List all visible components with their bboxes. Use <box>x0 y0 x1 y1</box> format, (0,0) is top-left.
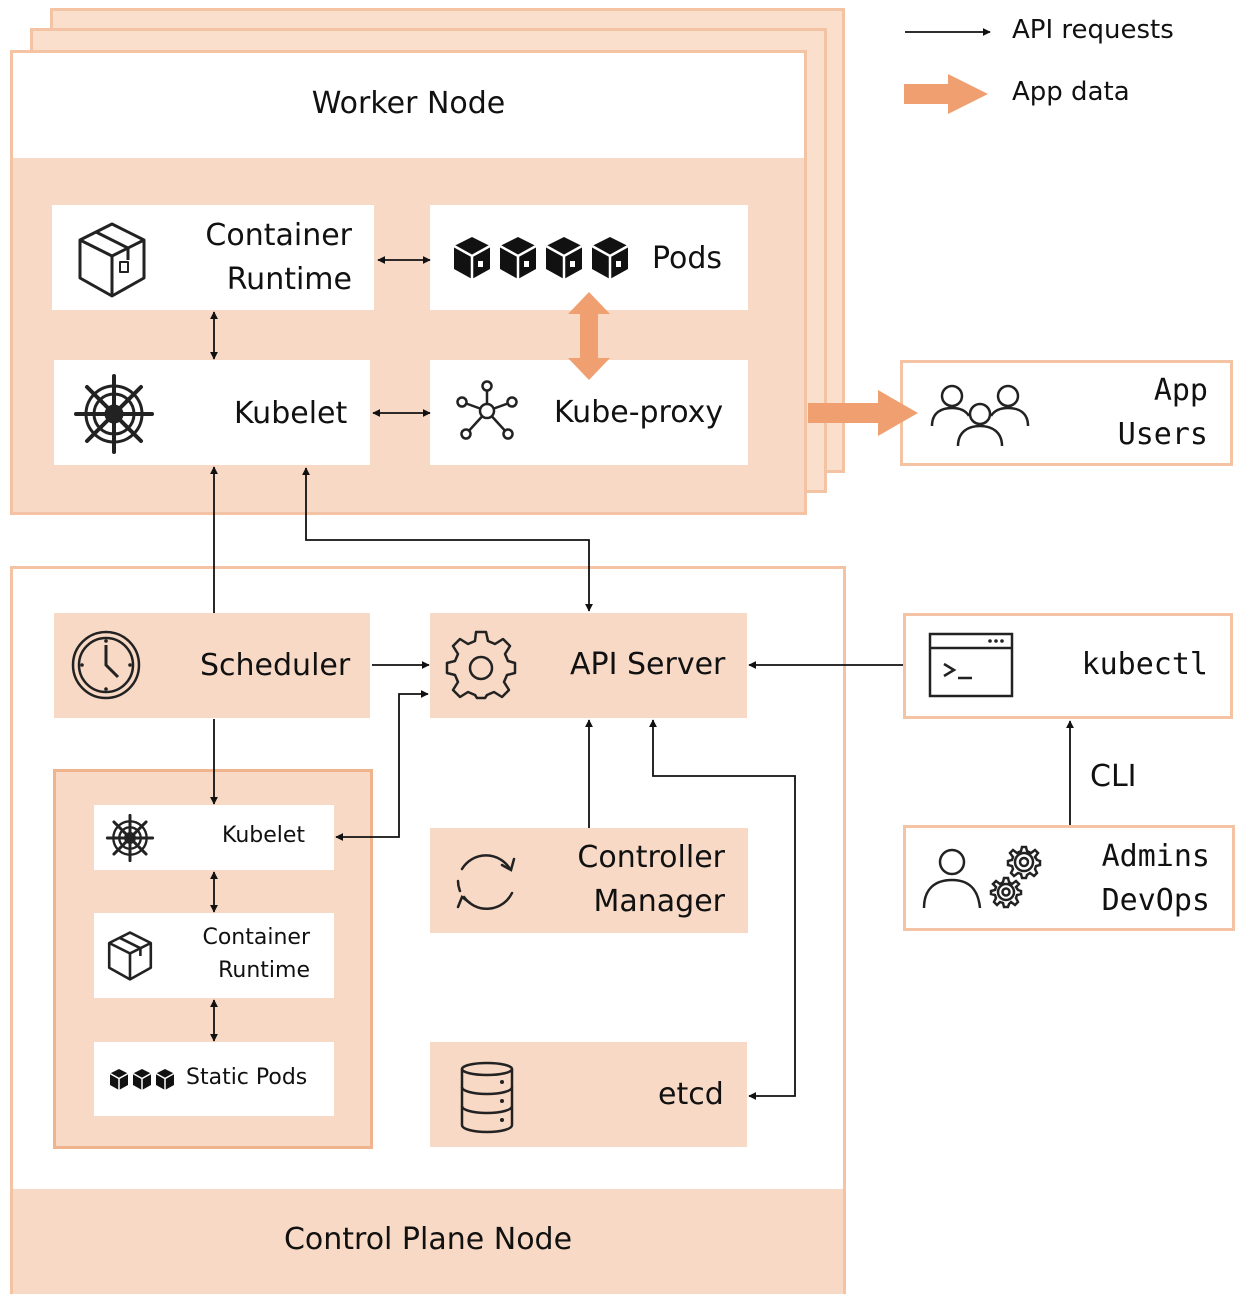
kubectl-box <box>903 613 1233 719</box>
worker-kube-proxy-label: Kube-proxy <box>554 395 724 430</box>
cube-icon <box>109 1069 129 1090</box>
refresh-icon <box>456 854 516 910</box>
cli-label: CLI <box>1090 759 1137 794</box>
cp-static-pods-label: Static Pods <box>186 1065 308 1090</box>
cube-icon <box>132 1069 152 1090</box>
cube-icon <box>499 237 537 279</box>
network-icon <box>456 380 518 440</box>
admins-label-1: Admins <box>1101 839 1210 874</box>
app-data-arrow-pods-kubeproxy <box>568 292 610 380</box>
legend-app-data-label: App data <box>1012 77 1130 107</box>
scheduler-label: Scheduler <box>200 648 351 683</box>
helm-wheel-icon <box>105 813 155 863</box>
worker-node-header <box>13 53 804 158</box>
users-icon <box>930 384 1030 447</box>
worker-kubelet-label: Kubelet <box>234 396 348 431</box>
worker-pods-label: Pods <box>652 241 723 276</box>
admins-box <box>903 825 1235 931</box>
terminal-icon <box>928 632 1014 698</box>
cube-icon <box>591 237 629 279</box>
database-icon <box>460 1061 514 1134</box>
app-data-arrow-to-users <box>808 390 918 436</box>
worker-node-title: Worker Node <box>311 86 506 121</box>
control-plane-footer <box>13 1189 843 1294</box>
cp-container-runtime-label-1: Container <box>202 925 310 950</box>
kubectl-label: kubectl <box>1081 647 1208 682</box>
cube-icon <box>453 237 491 279</box>
box-icon <box>78 222 146 298</box>
cp-container-runtime-label-2: Runtime <box>218 958 310 983</box>
arrow-api-server-etcd <box>649 719 796 1100</box>
cube-icon <box>545 237 583 279</box>
api-server <box>430 613 747 718</box>
worker-container-runtime-label-1: Container <box>205 218 352 253</box>
arrow-cp-kubelet-api-server <box>335 690 429 841</box>
cp-kubelet-label: Kubelet <box>222 823 306 848</box>
cp-container-runtime <box>94 913 334 998</box>
cube-icon <box>155 1069 175 1090</box>
admin-gears-icon <box>922 845 1042 909</box>
control-plane-title: Control Plane Node <box>283 1222 573 1257</box>
worker-container-runtime-label-2: Runtime <box>226 262 352 297</box>
gear-icon <box>445 630 517 700</box>
api-server-label: API Server <box>570 647 726 682</box>
legend-api-requests-label: API requests <box>1012 15 1174 45</box>
app-users-box <box>900 360 1233 466</box>
app-users-label-2: Users <box>1117 417 1208 452</box>
box-icon <box>107 931 153 981</box>
helm-wheel-icon <box>74 374 154 454</box>
clock-icon <box>71 630 141 700</box>
legend-app-data-arrow <box>904 74 988 114</box>
app-users-label-1: App <box>1153 373 1208 408</box>
admins-label-2: DevOps <box>1101 883 1210 918</box>
arrow-worker-kubelet-api-server <box>302 467 593 612</box>
